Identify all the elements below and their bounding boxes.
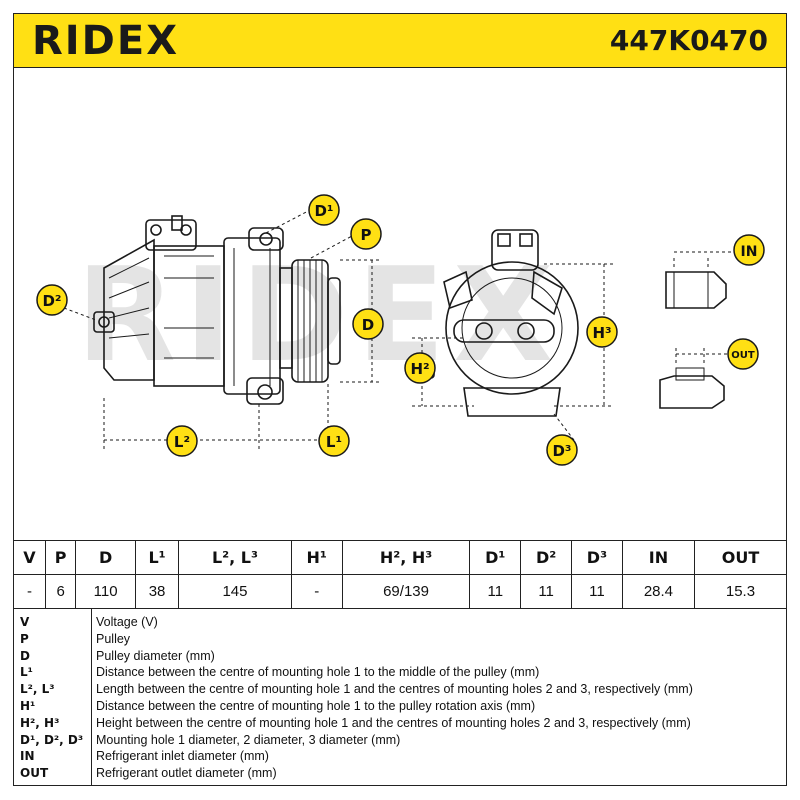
spec-header: H¹ — [290, 540, 343, 575]
part-number: 447K0470 — [609, 24, 768, 57]
callout-d2: D² — [36, 284, 68, 316]
callout-d3-label: D³ — [552, 442, 571, 460]
legend-key: L¹ — [20, 665, 33, 680]
spec-value: 15.3 — [693, 574, 788, 609]
callout-h3-label: H³ — [592, 324, 611, 342]
legend-item: P Pulley — [14, 631, 786, 648]
fitting-drawings — [659, 271, 727, 409]
spec-value: 28.4 — [621, 574, 695, 609]
callout-l1: L¹ — [318, 425, 350, 457]
callout-out-label: OUT — [731, 350, 755, 361]
spec-header: D¹ — [469, 540, 522, 575]
legend-item: V Voltage (V) — [14, 614, 786, 631]
spec-value: 11 — [520, 574, 573, 609]
legend-desc: Voltage (V) — [96, 615, 158, 629]
legend-key: OUT — [20, 766, 49, 781]
compressor-side-view — [93, 215, 341, 405]
header-bar: RIDEX 447K0470 — [13, 13, 787, 68]
spec-value: - — [290, 574, 343, 609]
technical-drawing-frame: RIDEX — [13, 68, 787, 540]
spec-value: 110 — [75, 574, 136, 609]
legend-box: V Voltage (V) P Pulley D Pulley diameter… — [13, 608, 787, 786]
legend-desc: Mounting hole 1 diameter, 2 diameter, 3 … — [96, 732, 401, 747]
callout-in-label: IN — [741, 244, 758, 260]
spec-value: 145 — [178, 574, 292, 609]
spec-value: 11 — [469, 574, 522, 609]
callout-h2: H² — [404, 352, 436, 384]
fitting-dimensions — [673, 251, 736, 366]
legend-desc: Refrigerant inlet diameter (mm) — [96, 749, 269, 764]
legend-desc: Distance between the centre of mounting … — [96, 698, 536, 713]
callout-l2: L² — [166, 425, 198, 457]
callout-l2-label: L² — [174, 433, 190, 451]
legend-desc: Refrigerant outlet diameter (mm) — [96, 766, 277, 781]
ridex-logo: RIDEX — [32, 18, 180, 64]
legend-desc: Pulley — [96, 631, 131, 646]
legend-key: V — [20, 615, 30, 629]
legend-desc: Pulley diameter (mm) — [96, 648, 215, 663]
spec-value-row: - 6 110 38 145 - 69/139 11 11 11 28.4 15… — [13, 574, 788, 609]
legend-desc: Height between the centre of mounting ho… — [96, 715, 691, 730]
legend-desc: Length between the centre of mounting ho… — [96, 682, 693, 697]
callout-d1: D¹ — [308, 194, 340, 226]
spec-value: - — [13, 574, 46, 609]
spec-header: D² — [520, 540, 573, 575]
legend-key: H¹ — [20, 698, 36, 713]
callout-d2-label: D² — [42, 292, 61, 310]
legend-key: D — [20, 648, 30, 663]
callout-d1-label: D¹ — [314, 202, 333, 220]
spec-header: H², H³ — [341, 540, 471, 575]
callout-d-label: D — [362, 316, 374, 334]
legend-desc: Distance between the centre of mounting … — [96, 665, 540, 680]
legend-key: H², H³ — [20, 715, 60, 730]
spec-header: OUT — [693, 540, 788, 575]
spec-value: 69/139 — [341, 574, 471, 609]
legend-item: OUT Refrigerant outlet diameter (mm) — [14, 765, 786, 782]
spec-header: V — [13, 540, 46, 575]
callout-l1-label: L¹ — [326, 433, 342, 451]
callout-d3: D³ — [546, 434, 578, 466]
legend-item: L², L³ Length between the centre of moun… — [14, 681, 786, 698]
technical-drawing: RIDEX — [36, 194, 765, 466]
legend-key: IN — [20, 749, 35, 764]
legend-item: H², H³ Height between the centre of moun… — [14, 715, 786, 732]
spec-value: 38 — [134, 574, 180, 609]
callout-p-label: P — [361, 226, 372, 244]
spec-table: V P D L¹ L², L³ H¹ H², H³ D¹ D² D³ IN OU… — [13, 540, 788, 609]
spec-header-row: V P D L¹ L², L³ H¹ H², H³ D¹ D² D³ IN OU… — [13, 540, 788, 575]
spec-value: 11 — [571, 574, 623, 609]
spec-header: D — [75, 540, 136, 575]
front-view-dimensions — [412, 263, 614, 441]
callout-out: OUT — [727, 338, 759, 370]
watermark-text: RIDEX — [76, 239, 561, 391]
callout-p: P — [350, 218, 382, 250]
legend-item: D Pulley diameter (mm) — [14, 648, 786, 665]
spec-header: L¹ — [134, 540, 180, 575]
callout-h2-label: H² — [410, 360, 429, 378]
legend-key: L², L³ — [20, 682, 55, 697]
callout-h3: H³ — [586, 316, 618, 348]
legend-item: D¹, D², D³ Mounting hole 1 diameter, 2 d… — [14, 732, 786, 749]
legend-item: IN Refrigerant inlet diameter (mm) — [14, 748, 786, 765]
legend-key: P — [20, 631, 29, 646]
legend-key: D¹, D², D³ — [20, 732, 84, 747]
spec-header: D³ — [571, 540, 623, 575]
spec-header: P — [44, 540, 77, 575]
legend-divider — [91, 608, 92, 786]
legend-item: L¹ Distance between the centre of mounti… — [14, 664, 786, 681]
spec-header: IN — [621, 540, 695, 575]
legend-item: H¹ Distance between the centre of mounti… — [14, 698, 786, 715]
callout-d: D — [352, 308, 384, 340]
spec-header: L², L³ — [178, 540, 292, 575]
callout-in: IN — [733, 234, 765, 266]
spec-value: 6 — [44, 574, 77, 609]
